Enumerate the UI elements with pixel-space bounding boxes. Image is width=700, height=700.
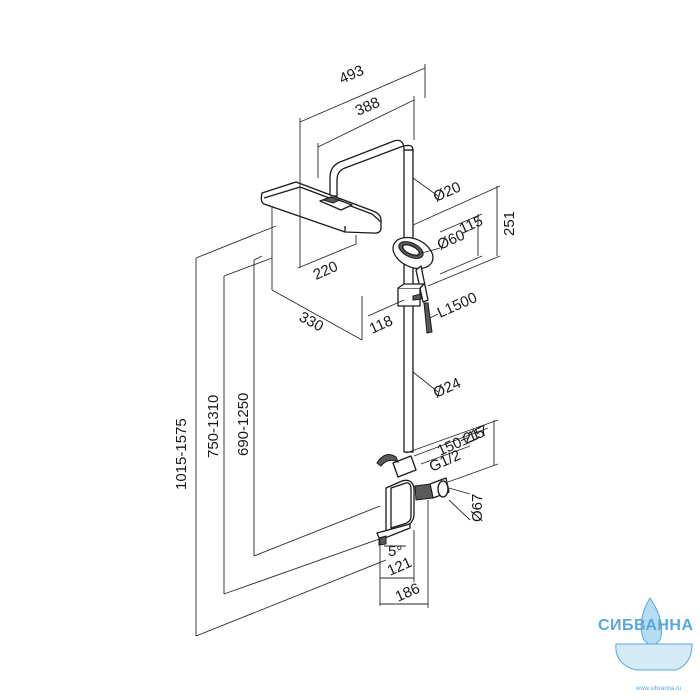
dim-arm-reach: 388 <box>353 94 383 120</box>
dim-mixer-width: 186 <box>393 580 423 606</box>
dim-rack-height: 251 <box>501 211 518 236</box>
dim-pipe-diameter: Ø20 <box>431 179 464 206</box>
shower-arm <box>329 139 414 197</box>
dim-overall-width: 493 <box>337 62 367 88</box>
dim-head-depth: 220 <box>311 258 341 284</box>
hand-shower-holder <box>397 283 425 307</box>
watermark-logo: СИБВАННА www.sibvanna.ru <box>598 597 694 692</box>
dim-spout-angle: 5° <box>388 543 402 560</box>
hose <box>423 302 433 334</box>
watermark-url: www.sibvanna.ru <box>635 686 681 692</box>
dim-height-total: 1015-1575 <box>173 418 190 490</box>
watermark-brand: СИБВАННА <box>598 617 694 634</box>
dimension-lines <box>195 64 501 637</box>
dim-holder-offset: 118 <box>367 312 396 337</box>
dim-hose-length: L1500 <box>435 289 480 321</box>
dim-height-mid: 750-1310 <box>205 395 222 458</box>
bathtub-icon <box>615 643 693 671</box>
dim-thread: G1/2 <box>427 447 464 476</box>
mixer-body <box>376 454 450 546</box>
overhead-shower-head <box>260 181 382 234</box>
mixer-lever <box>376 454 399 467</box>
dim-bar-diameter: Ø24 <box>431 375 464 402</box>
dim-flange-diameter: Ø67 <box>469 494 486 522</box>
dim-height-low: 690-1250 <box>235 393 252 456</box>
shower-system <box>260 139 450 546</box>
dimension-labels: 493 388 Ø20 251 115 Ø60 220 330 L1500 11… <box>173 62 518 606</box>
dim-head-width: 330 <box>296 309 326 336</box>
